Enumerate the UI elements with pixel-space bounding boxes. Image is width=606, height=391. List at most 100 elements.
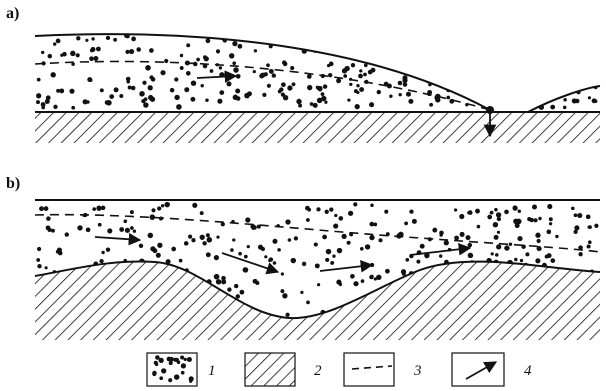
sediment-dot — [176, 104, 182, 110]
sediment-dot — [69, 89, 74, 94]
sediment-dot — [405, 50, 409, 54]
sediment-dot — [202, 241, 206, 245]
sediment-dot — [181, 363, 186, 368]
sediment-dot — [51, 229, 55, 233]
sediment-dot — [159, 358, 164, 363]
sediment-dot — [294, 236, 298, 240]
sediment-dot — [106, 248, 110, 252]
sediment-dot — [205, 98, 208, 101]
sediment-dot — [41, 51, 44, 54]
sediment-dot — [200, 211, 204, 215]
sediment-dot — [534, 218, 538, 222]
sediment-dot — [475, 86, 480, 91]
sediment-dot — [518, 209, 521, 212]
sediment-dot — [278, 90, 282, 94]
sediment-dot — [454, 236, 459, 241]
sediment-dot — [485, 38, 489, 42]
sediment-dot — [350, 274, 355, 279]
sediment-dot — [267, 84, 271, 88]
sediment-dot — [447, 36, 451, 40]
sediment-dot — [459, 214, 464, 219]
sediment-dot — [203, 55, 207, 59]
sediment-dot — [347, 241, 351, 245]
sediment-dot — [313, 103, 318, 108]
sediment-dot — [594, 99, 598, 103]
sediment-dot — [532, 86, 537, 91]
sediment-dot — [145, 65, 151, 71]
panel-b-bedrock-hatch — [35, 261, 600, 340]
panel-a-label: a) — [6, 5, 19, 22]
sediment-dot — [467, 211, 471, 215]
sediment-dot — [200, 84, 203, 87]
sediment-dot — [365, 244, 370, 249]
sediment-dot — [264, 255, 267, 258]
legend-label-3: 3 — [413, 363, 422, 379]
sediment-dot — [369, 102, 374, 107]
sediment-dot — [322, 235, 327, 240]
sediment-dot — [440, 45, 444, 49]
sediment-dot — [210, 69, 214, 73]
sediment-dot — [454, 208, 457, 211]
sediment-dot — [578, 252, 582, 256]
sediment-dot — [587, 244, 591, 248]
sediment-dot — [566, 87, 570, 91]
sediment-dot — [486, 72, 490, 76]
sediment-dot — [404, 66, 409, 71]
sediment-dot — [416, 52, 421, 57]
sediment-dot — [180, 66, 184, 70]
sediment-dot — [385, 269, 390, 274]
sediment-dot — [404, 222, 408, 226]
sediment-dot — [468, 243, 472, 247]
sediment-dot — [494, 235, 499, 240]
sediment-dot — [353, 202, 357, 206]
sediment-dot — [214, 274, 220, 280]
sediment-dot — [339, 216, 344, 221]
sediment-dot — [161, 204, 164, 207]
sediment-dot — [303, 41, 308, 46]
sediment-dot — [359, 87, 364, 92]
sediment-dot — [416, 260, 420, 264]
sediment-dot — [315, 263, 320, 268]
sediment-dot — [335, 40, 339, 44]
sediment-dot — [174, 77, 178, 81]
sediment-dot — [398, 81, 403, 86]
sediment-dot — [548, 93, 552, 97]
sediment-dot — [504, 245, 509, 250]
sediment-dot — [430, 52, 435, 57]
sediment-dot — [537, 239, 541, 243]
sediment-dot — [316, 86, 320, 90]
sediment-dot — [180, 356, 184, 360]
sediment-dot — [214, 255, 219, 260]
sediment-dot — [306, 218, 310, 222]
sediment-dot — [53, 42, 56, 45]
sediment-dot — [236, 294, 240, 298]
legend-item-1: 1 — [147, 353, 216, 386]
sediment-dot — [126, 77, 131, 82]
sediment-dot — [50, 72, 55, 77]
sediment-dot — [264, 72, 268, 76]
sediment-dot — [87, 77, 92, 82]
sediment-dot — [238, 44, 243, 49]
sediment-dot — [244, 255, 248, 259]
sediment-dot — [93, 56, 98, 61]
sediment-dot — [546, 229, 551, 234]
sediment-dot — [192, 203, 197, 208]
sediment-dot — [133, 230, 136, 233]
sediment-dot — [360, 247, 364, 251]
sediment-dot — [161, 368, 166, 373]
legend-box-3 — [344, 353, 394, 386]
sediment-dot — [490, 211, 494, 215]
sediment-dot — [343, 74, 347, 78]
sediment-dot — [152, 372, 156, 376]
legend-item-4: 4 — [452, 353, 532, 386]
sediment-dot — [317, 283, 320, 286]
sediment-dot — [216, 49, 220, 53]
sediment-dot — [232, 238, 235, 241]
sediment-dot — [259, 74, 264, 79]
sediment-dot — [125, 228, 130, 233]
sediment-dot — [493, 222, 498, 227]
legend: 1 2 3 4 — [147, 353, 532, 386]
sediment-dot — [169, 361, 173, 365]
sediment-dot — [37, 247, 41, 251]
sediment-dot — [399, 39, 404, 44]
